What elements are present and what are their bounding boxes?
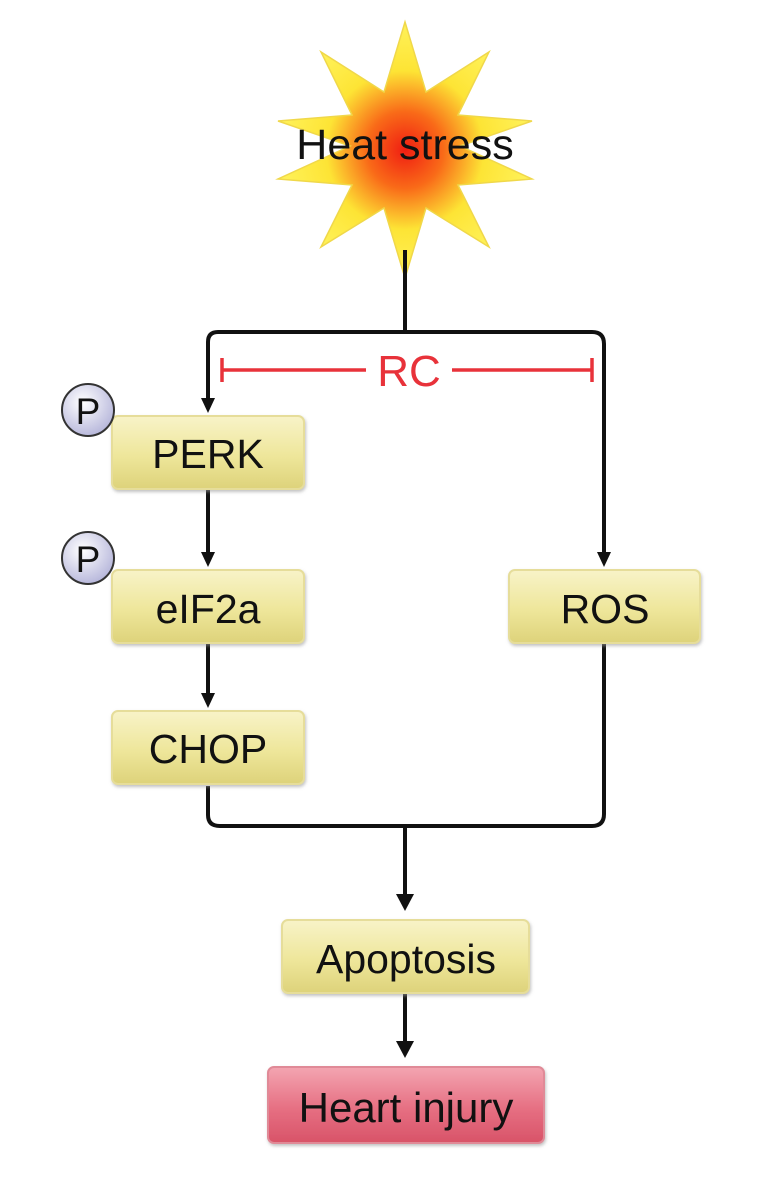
eif2a-box: [111, 569, 305, 644]
apoptosis-label: Apoptosis: [316, 936, 496, 982]
arrowhead-perk: [201, 398, 215, 413]
heart-injury-label: Heart injury: [299, 1084, 514, 1131]
phospho-marker-eif2a: P: [61, 531, 115, 585]
arrowhead-eif2a: [201, 552, 215, 567]
rc-inhibitor: RC: [220, 347, 594, 396]
heat-stress-burst: Heat stress: [275, 19, 535, 281]
branch-to-ros: [405, 330, 606, 552]
ros-box: [508, 569, 701, 644]
branch-to-perk: [206, 330, 405, 398]
arrowhead-chop: [201, 693, 215, 708]
chop-label: CHOP: [149, 726, 267, 772]
eif2a-label: eIF2a: [156, 586, 261, 632]
arrowhead-ros: [597, 552, 611, 567]
merge-from-chop: [206, 786, 405, 828]
arrowhead-injury: [396, 1041, 414, 1058]
node-apoptosis: Apoptosis: [281, 919, 530, 994]
phospho-label-eif2a: P: [76, 539, 101, 580]
chop-box: [111, 710, 305, 785]
arrowheads: [201, 398, 611, 1058]
node-eif2a: eIF2a P: [61, 531, 305, 644]
heart-injury-box: [267, 1066, 545, 1144]
arrowhead-apoptosis: [396, 894, 414, 911]
apoptosis-box: [281, 919, 530, 994]
heat-stress-label: Heat stress: [296, 121, 513, 169]
phospho-label-perk: P: [76, 391, 101, 432]
phospho-marker-perk: P: [61, 383, 115, 437]
merge-from-ros: [405, 644, 606, 828]
node-chop: CHOP: [111, 710, 305, 785]
connectors: [206, 250, 606, 1041]
node-perk: PERK P: [61, 383, 305, 490]
perk-label: PERK: [152, 431, 264, 477]
node-ros: ROS: [508, 569, 701, 644]
ros-label: ROS: [561, 586, 650, 632]
node-heart-injury: Heart injury: [267, 1066, 545, 1144]
rc-label: RC: [377, 347, 441, 396]
perk-box: [111, 415, 305, 490]
